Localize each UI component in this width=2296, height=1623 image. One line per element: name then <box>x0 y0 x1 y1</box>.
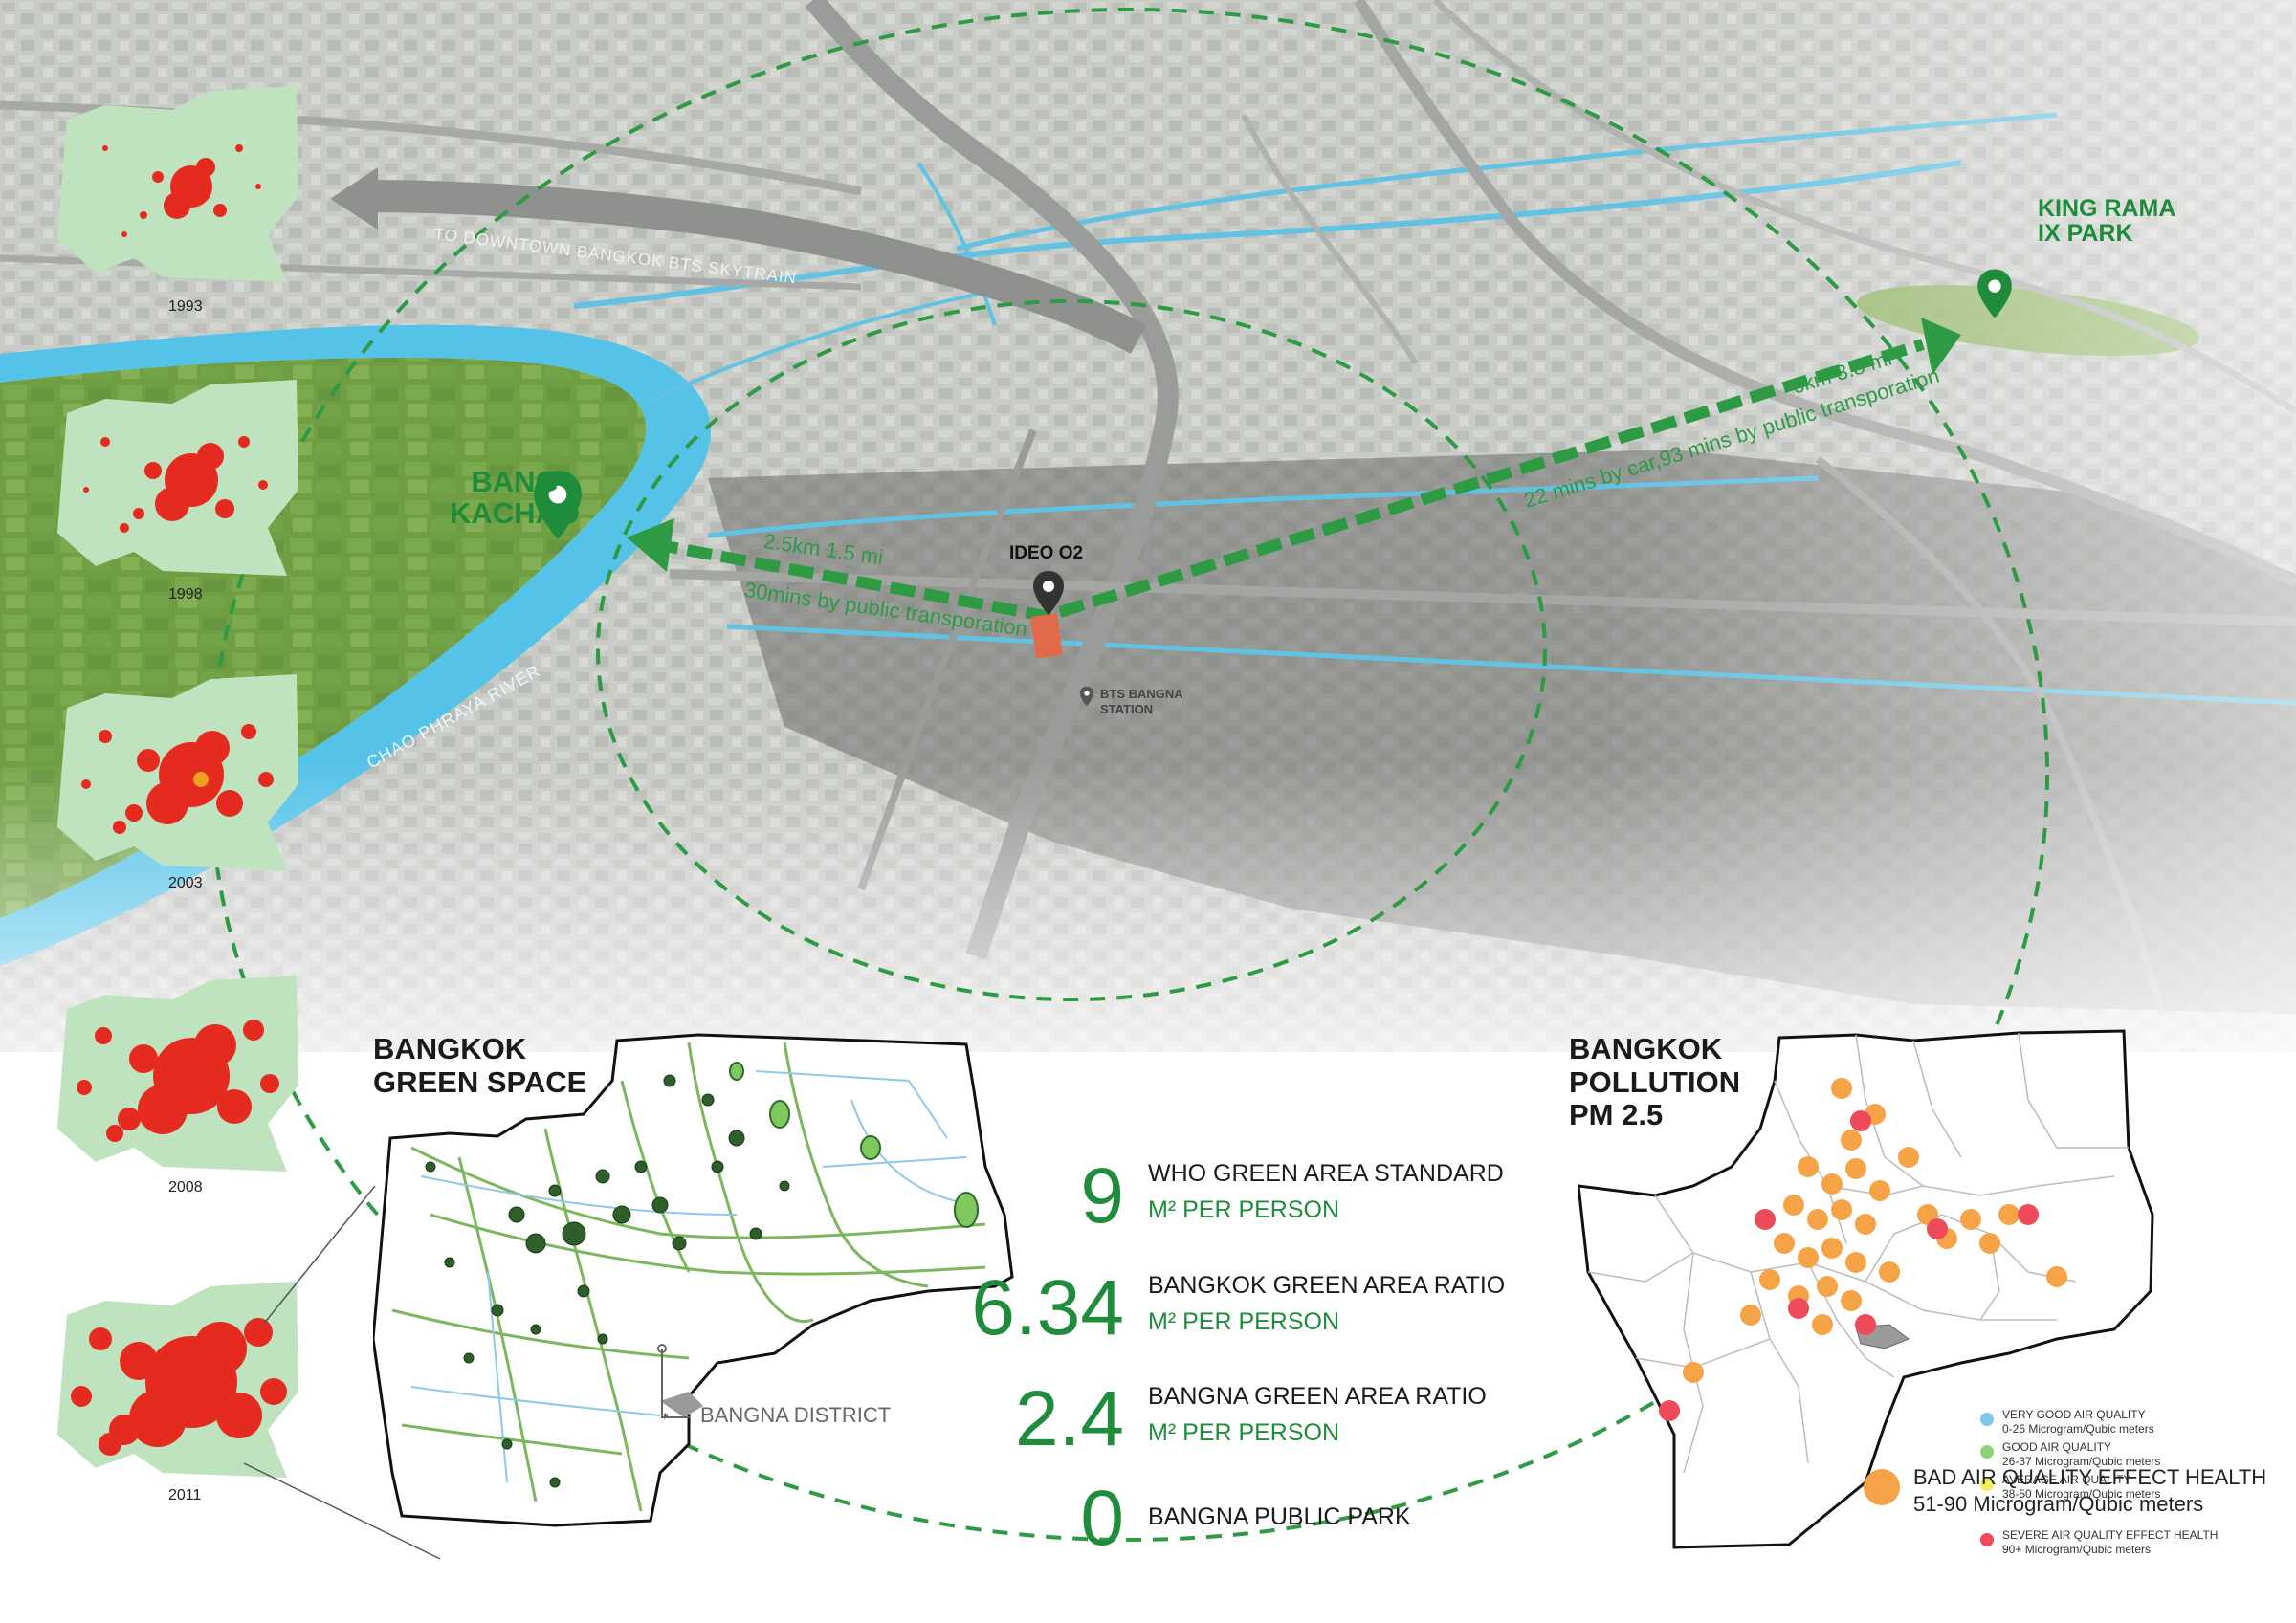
park-label-king-rama: KING RAMA IX PARK <box>2038 195 2176 248</box>
legend-swatch <box>1980 1413 1994 1426</box>
pin-icon-king-rama <box>1977 269 2012 318</box>
legend-title: BAD AIR QUALITY EFFECT HEALTH <box>1913 1465 2267 1489</box>
legend-swatch <box>1980 1478 1994 1491</box>
legend-title: AVERAGE AIR QUALITY <box>2002 1473 2131 1486</box>
stat-value-bangna: 2.4 <box>1015 1375 1124 1462</box>
legend-swatch <box>1980 1533 1994 1546</box>
pollution-map <box>1578 1029 2154 1549</box>
stat-label-who: WHO GREEN AREA STANDARD <box>1148 1160 1504 1187</box>
stat-value-park: 0 <box>1080 1475 1124 1562</box>
year-label: 2011 <box>168 1487 202 1503</box>
pin-icon-ideo <box>1033 571 1064 615</box>
sprawl-map-1993 <box>57 86 298 282</box>
sprawl-map-2003 <box>57 674 298 870</box>
legend-title: GOOD AIR QUALITY <box>2002 1440 2112 1454</box>
legend-sub: 0-25 Microgram/Qubic meters <box>2002 1422 2154 1436</box>
year-label: 1998 <box>168 586 203 603</box>
legend-sub: 51-90 Microgram/Qubic meters <box>1913 1492 2204 1516</box>
pin-icon-bang-kachao <box>534 471 582 539</box>
stat-unit-bangna: M² PER PERSON <box>1148 1419 1340 1446</box>
year-label: 2003 <box>168 875 203 891</box>
legend-sub: 90+ Microgram/Qubic meters <box>2002 1543 2152 1556</box>
green-space-title: BANGKOK GREEN SPACE <box>373 1032 587 1099</box>
sprawl-map-2011 <box>57 1282 298 1478</box>
legend-sub: 26-37 Microgram/Qubic meters <box>2002 1455 2161 1468</box>
legend-title: VERY GOOD AIR QUALITY <box>2002 1408 2146 1421</box>
stat-label-bangna: BANGNA GREEN AREA RATIO <box>1148 1383 1487 1410</box>
year-label: 2008 <box>168 1179 203 1195</box>
legend-title: SEVERE AIR QUALITY EFFECT HEALTH <box>2002 1528 2219 1542</box>
green-space-map <box>373 1033 1014 1527</box>
stat-unit-bangkok: M² PER PERSON <box>1148 1308 1340 1335</box>
sprawl-map-1998 <box>57 380 298 576</box>
pollution-title: BANGKOK POLLUTION PM 2.5 <box>1569 1032 1741 1132</box>
legend-swatch <box>1864 1469 1900 1505</box>
stat-label-park: BANGNA PUBLIC PARK <box>1148 1503 1411 1530</box>
stat-value-bangkok: 6.34 <box>971 1264 1124 1351</box>
station-label: BTS BANGNA STATION <box>1100 687 1183 716</box>
sprawl-map-2008 <box>57 976 298 1172</box>
legend-sub: 38-50 Microgram/Qubic meters <box>2002 1487 2161 1501</box>
district-label: BANGNA DISTRICT <box>700 1403 892 1427</box>
legend-swatch <box>1980 1445 1994 1459</box>
site-label: IDEO O2 <box>1009 543 1084 563</box>
stat-unit-who: M² PER PERSON <box>1148 1196 1340 1223</box>
stat-value-who: 9 <box>1080 1152 1124 1239</box>
stat-label-bangkok: BANGKOK GREEN AREA RATIO <box>1148 1272 1506 1299</box>
park-label-bang-kachao: BANG KACHAO <box>450 465 581 530</box>
year-label: 1993 <box>168 298 203 315</box>
pin-icon-bts-station <box>1079 686 1094 707</box>
